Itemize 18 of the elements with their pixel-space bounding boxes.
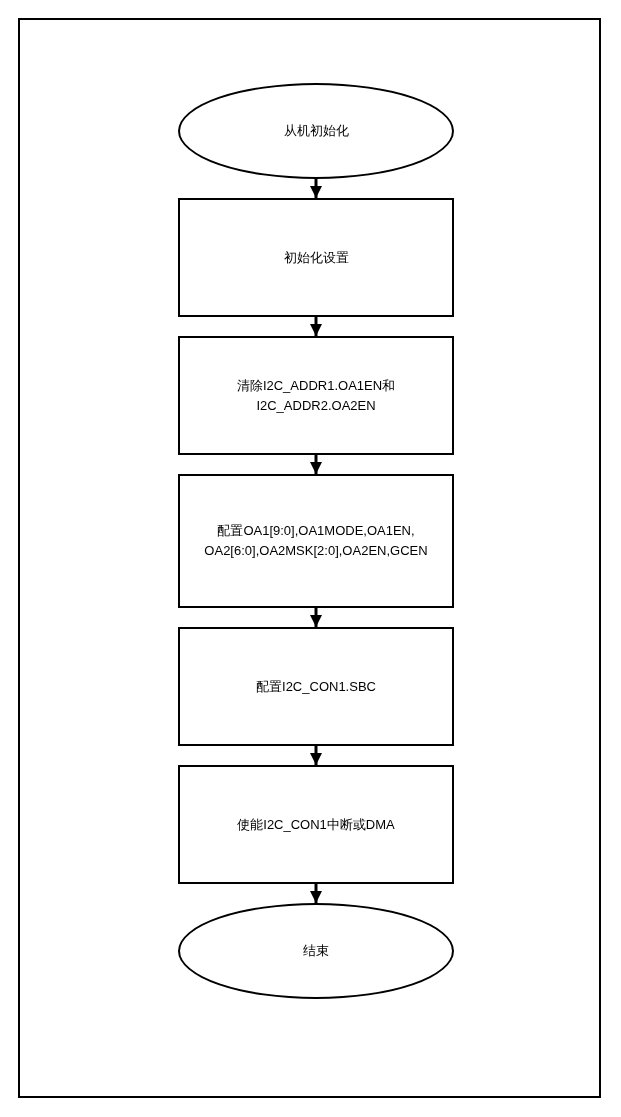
process-box (178, 198, 454, 317)
node-text: 配置OA1[9:0],OA1MODE,OA1EN, OA2[6:0],OA2MSK[2:0],OA2EN,GCEN (203, 522, 429, 560)
node-text: 从机初始化 (283, 122, 349, 140)
node-text: 配置I2C_CON1.SBC (256, 677, 376, 696)
arrow (310, 455, 322, 474)
arrow (310, 317, 322, 336)
arrow (310, 746, 322, 765)
process-box (178, 474, 454, 608)
process-box (178, 765, 454, 884)
arrow (310, 179, 322, 198)
node-text: 清除I2C_ADDR1.OA1EN和I2C_ADDR2.OA2EN (235, 376, 397, 415)
arrow (310, 884, 322, 903)
node-text: 初始化设置 (283, 248, 349, 267)
arrow (310, 608, 322, 627)
process-box (178, 627, 454, 746)
process-box (178, 336, 454, 455)
node-text: 使能I2C_CON1中断或DMA (237, 815, 395, 834)
node-text: 结束 (303, 942, 329, 960)
